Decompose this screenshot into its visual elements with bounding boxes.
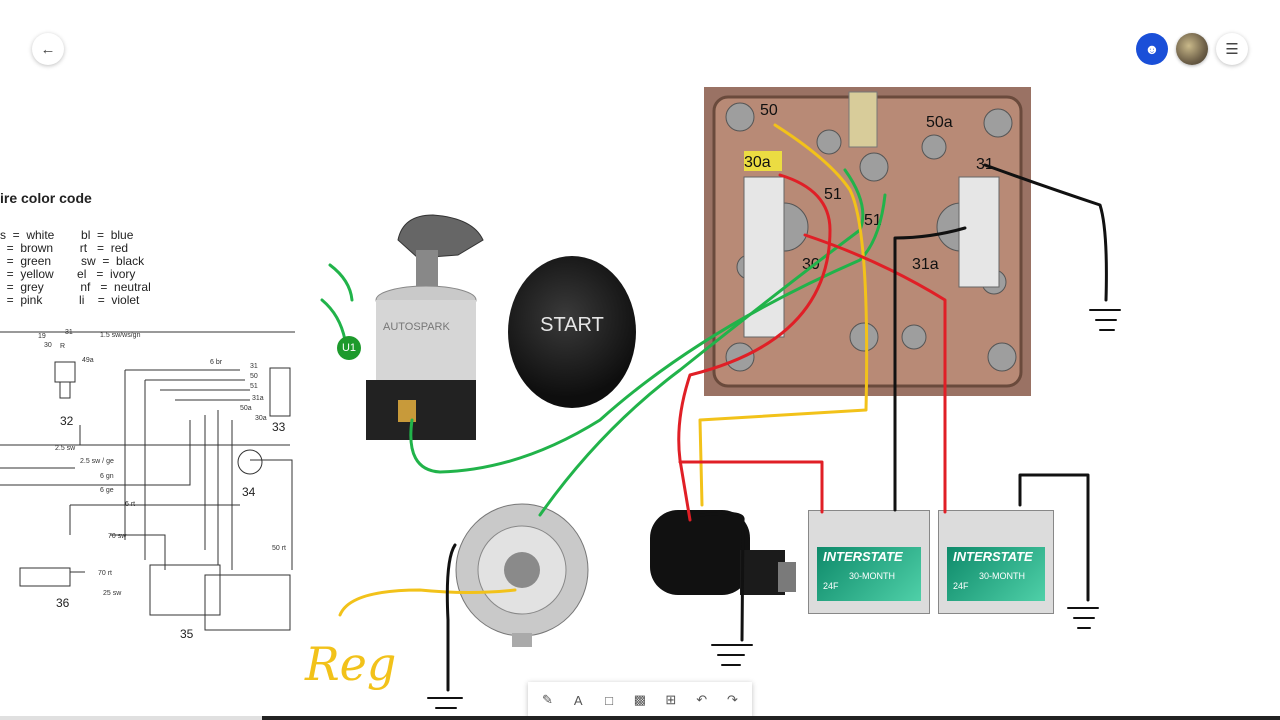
collaborator-avatar[interactable] bbox=[1176, 33, 1208, 65]
text-icon[interactable]: A bbox=[573, 692, 583, 708]
wire-label: 70 rt bbox=[98, 570, 112, 577]
battery-brand: INTERSTATE bbox=[953, 549, 1033, 564]
wire-label: 2.5 sw / ge bbox=[80, 458, 114, 465]
starter-motor-image bbox=[650, 510, 796, 595]
battery-2: INTERSTATE 30-MONTH 24F bbox=[938, 510, 1054, 614]
back-button[interactable]: ← bbox=[32, 33, 64, 65]
terminal-label: 31 bbox=[976, 156, 994, 173]
component-number: 35 bbox=[180, 627, 194, 641]
ignition-switch-image: AUTOSPARK bbox=[366, 214, 484, 440]
user-cursor-badge: U1 bbox=[337, 336, 361, 360]
switch-terminal: R bbox=[60, 343, 65, 350]
legend-row: s = white bl = blue bbox=[0, 228, 134, 242]
terminal-label: 31a bbox=[912, 256, 939, 273]
video-progress-played bbox=[0, 716, 263, 720]
legend-row: = grey nf = neutral bbox=[0, 280, 151, 294]
wiring-schematic: 1.5 sw/ws/gn 6 br 2.5 sw 2.5 sw / ge 6 g… bbox=[0, 329, 295, 641]
terminal-label: 50 bbox=[760, 102, 778, 119]
hamburger-icon: ☰ bbox=[1225, 41, 1239, 58]
switch-terminal: 51 bbox=[250, 383, 258, 390]
battery-warranty: 30-MONTH bbox=[849, 571, 896, 581]
legend-title: ire color code bbox=[0, 190, 92, 206]
battery-switch-photo: 50 30a 50a 31 51 51 30 31a bbox=[704, 87, 1031, 396]
switch-terminal: 49a bbox=[82, 357, 94, 364]
wire-label: 50 rt bbox=[272, 545, 286, 552]
redo-icon[interactable]: ↷ bbox=[727, 692, 738, 707]
wire-label: 25 sw bbox=[103, 590, 122, 597]
component-number: 36 bbox=[56, 596, 70, 610]
battery-warranty: 30-MONTH bbox=[979, 571, 1026, 581]
drawing-toolbar: ✎ A □ ▩ ⊞ ↶ ↷ bbox=[528, 682, 752, 718]
handwritten-label: Reg bbox=[304, 637, 396, 691]
shape-icon[interactable]: □ bbox=[605, 692, 614, 708]
pen-icon[interactable]: ✎ bbox=[541, 692, 553, 707]
component-number: 33 bbox=[272, 420, 286, 434]
terminal-label: 50a bbox=[926, 114, 953, 131]
switch-terminal: 50a bbox=[240, 405, 252, 412]
undo-icon[interactable]: ↶ bbox=[696, 692, 708, 707]
wire-label: 6 br bbox=[210, 359, 223, 366]
component-number: 34 bbox=[242, 485, 256, 499]
arrow-left-icon: ← bbox=[40, 40, 56, 58]
start-button-image: START bbox=[508, 256, 636, 408]
image-icon[interactable]: ▩ bbox=[633, 692, 647, 707]
switch-terminal: 19 bbox=[38, 333, 46, 340]
wire-label: 2.5 sw bbox=[55, 445, 76, 452]
menu-button[interactable]: ☰ bbox=[1216, 33, 1248, 65]
switch-terminal: 31 bbox=[250, 363, 258, 370]
switch-terminal: 31 bbox=[65, 329, 73, 336]
component-number: 32 bbox=[60, 414, 74, 428]
battery-brand: INTERSTATE bbox=[823, 549, 903, 564]
legend-row: = green sw = black bbox=[0, 254, 145, 268]
legend-row: = pink li = violet bbox=[0, 293, 140, 307]
battery-1: INTERSTATE 30-MONTH 24F bbox=[808, 510, 930, 614]
legend-row: = yellow el = ivory bbox=[0, 267, 136, 281]
wire-label: 1.5 sw/ws/gn bbox=[100, 332, 141, 339]
add-icon[interactable]: ⊞ bbox=[665, 692, 677, 707]
legend-row: = brown rt = red bbox=[0, 241, 129, 255]
terminal-label: 51 bbox=[824, 186, 842, 203]
battery-group: 24F bbox=[953, 581, 969, 591]
terminal-label: 51 bbox=[864, 212, 882, 229]
ignition-brand: AUTOSPARK bbox=[383, 321, 450, 333]
wire-label: 6 ge bbox=[100, 487, 114, 494]
wire-label: 70 sw bbox=[108, 533, 127, 540]
switch-terminal: 30 bbox=[44, 342, 52, 349]
wire-label: 6 gn bbox=[100, 473, 114, 480]
video-progress-bar[interactable] bbox=[0, 716, 1280, 720]
switch-terminal: 31a bbox=[252, 395, 264, 402]
terminal-label: 30a bbox=[744, 154, 771, 171]
start-label: START bbox=[540, 314, 604, 336]
switch-terminal: 30a bbox=[255, 415, 267, 422]
terminal-label: 30 bbox=[802, 256, 820, 273]
switch-terminal: 50 bbox=[250, 373, 258, 380]
wire-label: 6 rt bbox=[125, 501, 135, 508]
person-icon: ☻ bbox=[1144, 41, 1160, 57]
alternator-image bbox=[455, 503, 589, 647]
battery-group: 24F bbox=[823, 581, 839, 591]
user-avatar-button[interactable]: ☻ bbox=[1136, 33, 1168, 65]
